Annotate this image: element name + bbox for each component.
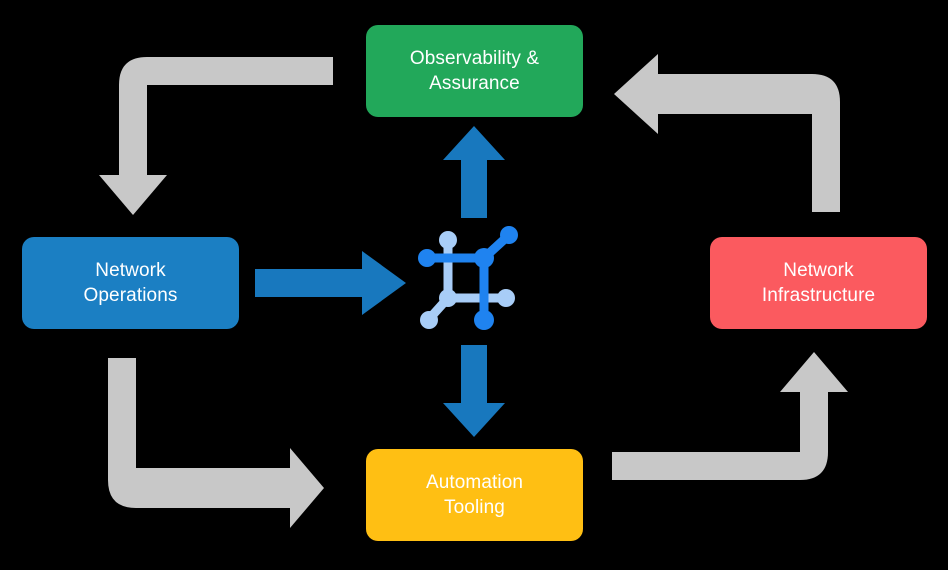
arrow-operations-to-automation — [108, 358, 324, 528]
arrow-center-to-observability — [443, 126, 505, 218]
network-icon-primary-nodes — [418, 226, 518, 330]
node-network-infrastructure[interactable]: Network Infrastructure — [710, 237, 927, 329]
arrow-observability-to-operations — [99, 57, 333, 215]
arrow-infrastructure-to-observability — [614, 54, 840, 212]
network-icon-secondary-nodes — [420, 231, 515, 329]
network-topology-icon — [418, 226, 518, 330]
node-observability-assurance[interactable]: Observability & Assurance — [366, 25, 583, 117]
arrow-center-to-automation — [443, 345, 505, 437]
node-network-operations[interactable]: Network Operations — [22, 237, 239, 329]
node-automation-tooling[interactable]: Automation Tooling — [366, 449, 583, 541]
arrow-operations-to-center — [255, 251, 406, 315]
arrow-automation-to-infrastructure — [612, 352, 848, 480]
